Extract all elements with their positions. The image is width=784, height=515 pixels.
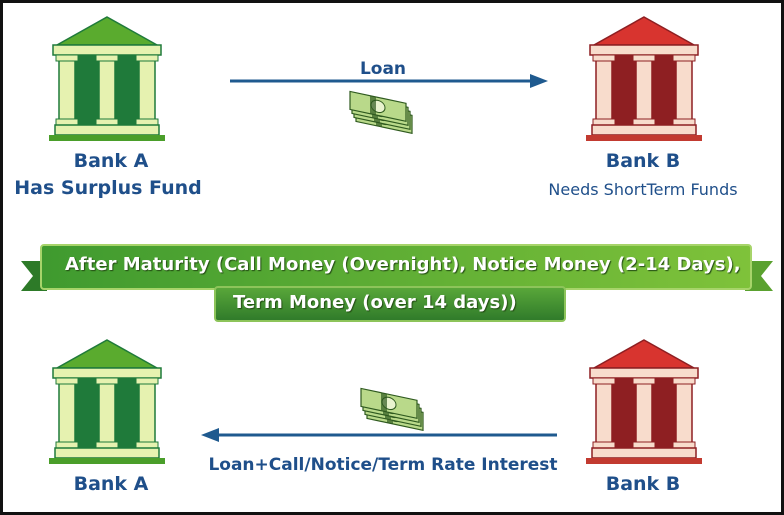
roof (591, 16, 697, 46)
repayment-arrow-label: Loan+Call/Notice/Term Rate Interest (208, 455, 558, 475)
loan-arrow-label: Loan (359, 59, 407, 79)
bank-b-label: Bank B (605, 150, 681, 172)
banner-line-1: After Maturity (Call Money (Overnight), … (65, 254, 741, 275)
bank-a-building-icon (45, 338, 169, 466)
loan-arrow-right-icon (230, 74, 548, 88)
roof (591, 339, 697, 369)
roof (54, 339, 160, 369)
bank-b-description: Needs ShortTerm Funds (548, 180, 738, 199)
roof (54, 16, 160, 46)
bank-b-building-icon (582, 15, 706, 143)
bank-a-label: Bank A (73, 150, 149, 172)
repayment-arrow-left-icon (201, 428, 557, 442)
bank-b-building-icon (582, 338, 706, 466)
maturity-banner-ribbon (21, 244, 773, 322)
bank-a-building-icon (45, 15, 169, 143)
banner-line-2: Term Money (over 14 days)) (233, 292, 517, 313)
bank-a-description: Has Surplus Fund (14, 177, 202, 199)
bank-a-label: Bank A (73, 473, 149, 495)
bank-b-label: Bank B (605, 473, 681, 495)
money-stack-icon (348, 89, 418, 138)
money-stack-icon (359, 386, 429, 435)
